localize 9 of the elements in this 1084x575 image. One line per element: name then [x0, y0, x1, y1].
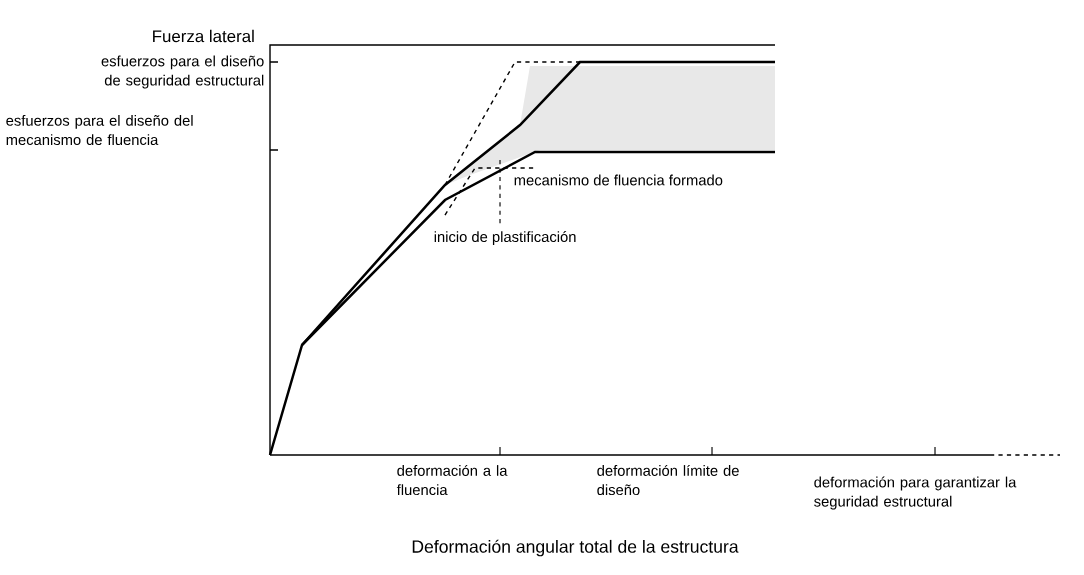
axis-label: deformación para garantizar la seguridad estructural — [814, 476, 1017, 510]
axis-label: deformación a la fluencia — [396, 464, 508, 496]
axis-label: inicio de plastificación — [434, 231, 576, 245]
axis-label: esfuerzos para el diseño de seguridad estructural — [101, 55, 264, 89]
axis-label: deformación límite de diseño — [597, 464, 739, 496]
axis-label: mecanismo de fluencia formado — [514, 174, 723, 186]
axis-label: Fuerza lateral — [153, 29, 254, 43]
axis-label: esfuerzos para el diseño del mecanismo de fluencia — [6, 115, 193, 146]
axis-label: Deformación angular total de la estructura — [412, 539, 739, 557]
